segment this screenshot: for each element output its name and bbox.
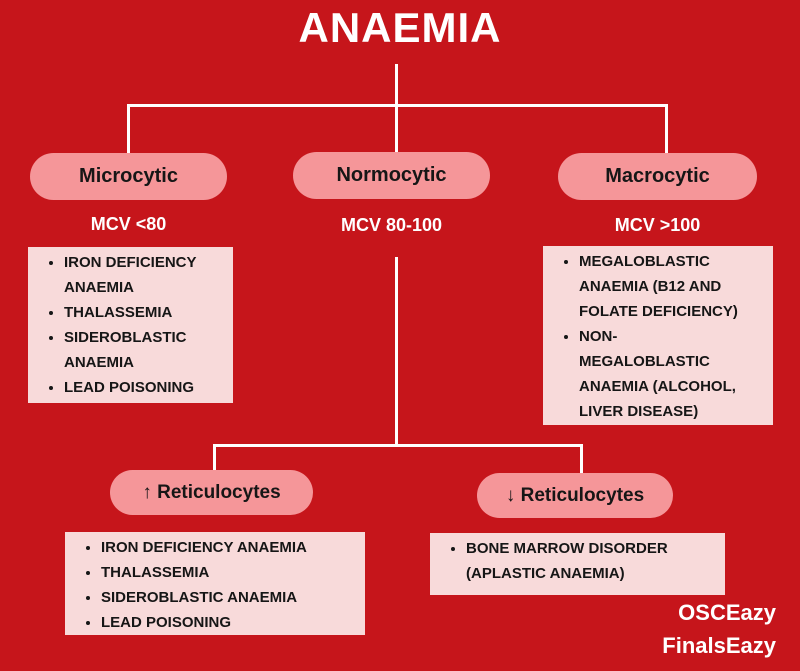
cause-list-item: LEAD POISONING <box>101 610 355 635</box>
mcv-label-microcytic: MCV <80 <box>90 214 167 234</box>
cause-list-item: NON-MEGALOBLASTIC ANAEMIA (ALCOHOL, LIVE… <box>579 324 744 424</box>
causes-box-macrocytic: MEGALOBLASTIC ANAEMIA (B12 AND FOLATE DE… <box>543 246 773 425</box>
connector-split-horizontal <box>213 444 583 447</box>
pill-macrocytic: Macrocytic <box>558 153 757 200</box>
connector-drop-retic-down <box>580 444 583 475</box>
cause-list-item: THALASSEMIA <box>64 300 223 325</box>
pill-normocytic: Normocytic <box>293 152 490 199</box>
cause-list-item: IRON DEFICIENCY ANAEMIA <box>64 250 223 300</box>
pill-reticulocytes-low-label: ↓ Reticulocytes <box>505 484 645 506</box>
causes-list-macrocytic: MEGALOBLASTIC ANAEMIA (B12 AND FOLATE DE… <box>543 246 773 424</box>
causes-box-reticulocytes-high: IRON DEFICIENCY ANAEMIATHALASSEMIASIDERO… <box>65 532 365 635</box>
connector-normocytic-trunk <box>395 257 398 447</box>
pill-macrocytic-label: Macrocytic <box>605 165 710 187</box>
pill-microcytic: Microcytic <box>30 153 227 200</box>
causes-list-reticulocytes-low: BONE MARROW DISORDER (APLASTIC ANAEMIA) <box>430 533 725 586</box>
cause-list-item: LEAD POISONING <box>64 375 223 400</box>
pill-normocytic-label: Normocytic <box>336 164 447 186</box>
branding: OSCEazy FinalsEazy <box>662 596 776 662</box>
connector-drop-normocytic <box>395 104 398 154</box>
branding-line-1: OSCEazy <box>678 600 776 625</box>
causes-box-microcytic: IRON DEFICIENCY ANAEMIATHALASSEMIASIDERO… <box>28 247 233 403</box>
pill-reticulocytes-low: ↓ Reticulocytes <box>477 473 673 518</box>
connector-drop-retic-up <box>213 444 216 472</box>
pill-reticulocytes-high-label: ↑ Reticulocytes <box>142 481 281 503</box>
cause-list-item: SIDEROBLASTIC ANAEMIA <box>64 325 223 375</box>
mcv-label-macrocytic: MCV >100 <box>614 215 701 235</box>
pill-microcytic-label: Microcytic <box>79 165 178 187</box>
pill-reticulocytes-high: ↑ Reticulocytes <box>110 470 313 515</box>
connector-drop-macrocytic <box>665 104 668 155</box>
causes-box-reticulocytes-low: BONE MARROW DISORDER (APLASTIC ANAEMIA) <box>430 533 725 595</box>
connector-drop-microcytic <box>127 104 130 155</box>
branding-line-2: FinalsEazy <box>662 633 776 658</box>
page-title: ANAEMIA <box>298 4 502 51</box>
cause-list-item: MEGALOBLASTIC ANAEMIA (B12 AND FOLATE DE… <box>579 249 744 324</box>
mcv-label-normocytic: MCV 80-100 <box>340 215 443 235</box>
cause-list-item: SIDEROBLASTIC ANAEMIA <box>101 585 355 610</box>
causes-list-microcytic: IRON DEFICIENCY ANAEMIATHALASSEMIASIDERO… <box>28 247 233 400</box>
connector-title-trunk <box>395 64 398 106</box>
causes-list-reticulocytes-high: IRON DEFICIENCY ANAEMIATHALASSEMIASIDERO… <box>65 532 365 635</box>
cause-list-item: BONE MARROW DISORDER (APLASTIC ANAEMIA) <box>466 536 715 586</box>
cause-list-item: IRON DEFICIENCY ANAEMIA <box>101 535 355 560</box>
cause-list-item: THALASSEMIA <box>101 560 355 585</box>
